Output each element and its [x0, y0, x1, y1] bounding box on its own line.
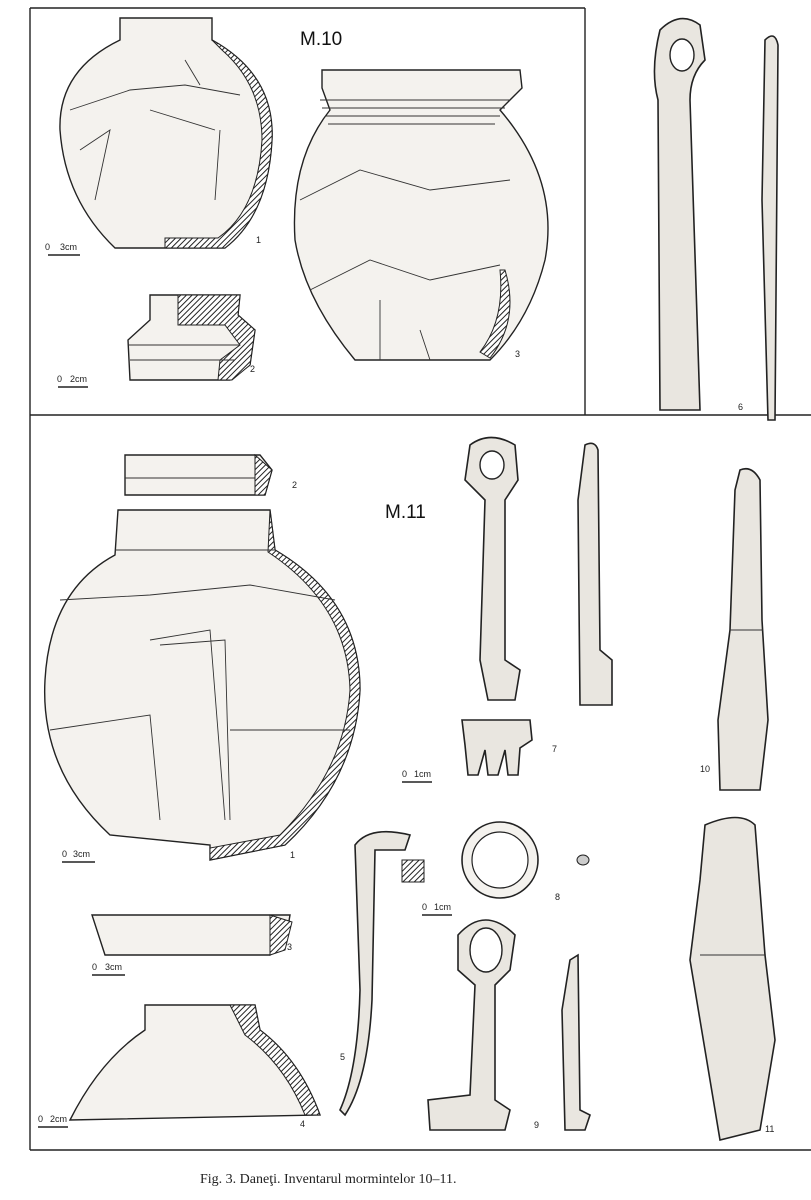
svg-text:0: 0	[92, 962, 97, 972]
item-number: 9	[534, 1120, 539, 1130]
m11-vessel-1: 1	[43, 509, 361, 861]
scale-bar: 0 3cm	[62, 849, 95, 863]
svg-text:0: 0	[402, 769, 407, 779]
scale-bar: 0 3cm	[45, 242, 80, 256]
svg-text:2cm: 2cm	[70, 374, 87, 384]
svg-text:2cm: 2cm	[50, 1114, 67, 1124]
m10-vessel-3: 3	[293, 69, 549, 361]
item-number: 10	[700, 764, 710, 774]
svg-text:0: 0	[62, 849, 67, 859]
item-number: 1	[290, 850, 295, 860]
item-number: 4	[300, 1119, 305, 1129]
item-number: 1	[256, 235, 261, 245]
svg-text:1cm: 1cm	[414, 769, 431, 779]
svg-text:0: 0	[45, 242, 50, 252]
svg-text:0: 0	[38, 1114, 43, 1124]
item-number: 11	[765, 1124, 774, 1134]
item-number: 6	[738, 402, 743, 412]
svg-text:0: 0	[422, 902, 427, 912]
item-number: 5	[340, 1052, 345, 1062]
scale-bar: 0 2cm	[57, 374, 88, 388]
scale-bar: 0 2cm	[38, 1114, 68, 1128]
item-number: 3	[515, 349, 520, 359]
item-number: 3	[287, 942, 292, 952]
item-number: 8	[555, 892, 560, 902]
scale-bar: 0 3cm	[92, 962, 125, 976]
item-number: 2	[250, 364, 255, 374]
group-label-m11: M.11	[385, 502, 426, 523]
m11-lid-2: 2	[124, 453, 297, 496]
m10-vessel-2: 2	[127, 294, 256, 381]
svg-text:3cm: 3cm	[73, 849, 90, 859]
svg-text:0: 0	[57, 374, 62, 384]
m11-rim-3: 3	[91, 914, 293, 956]
m11-key-7: 7	[461, 436, 613, 776]
figure-caption: Fig. 3. Daneţi. Inventarul mormintelor 1…	[200, 1172, 457, 1187]
m10-vessel-1: 1	[59, 17, 273, 249]
m11-lid-4: 4	[68, 1004, 321, 1129]
svg-text:3cm: 3cm	[60, 242, 77, 252]
m11-knife-10: 10	[700, 467, 769, 791]
scale-bar: 0 1cm	[402, 769, 432, 783]
m11-iron-hook-5: 5	[339, 830, 425, 1117]
group-label-m10: M.10	[300, 29, 342, 50]
m11-knife-11: 11	[689, 816, 776, 1141]
m11-ring-8: 8	[461, 821, 590, 902]
item-number: 2	[292, 480, 297, 490]
m11-key-9: 9	[427, 919, 591, 1131]
svg-text:3cm: 3cm	[105, 962, 122, 972]
plate-frame	[29, 7, 811, 1151]
svg-text:1cm: 1cm	[434, 902, 451, 912]
m10-iron-object-6: 6	[653, 17, 779, 421]
item-number: 7	[552, 744, 557, 754]
scale-bar: 0 1cm	[422, 902, 452, 916]
